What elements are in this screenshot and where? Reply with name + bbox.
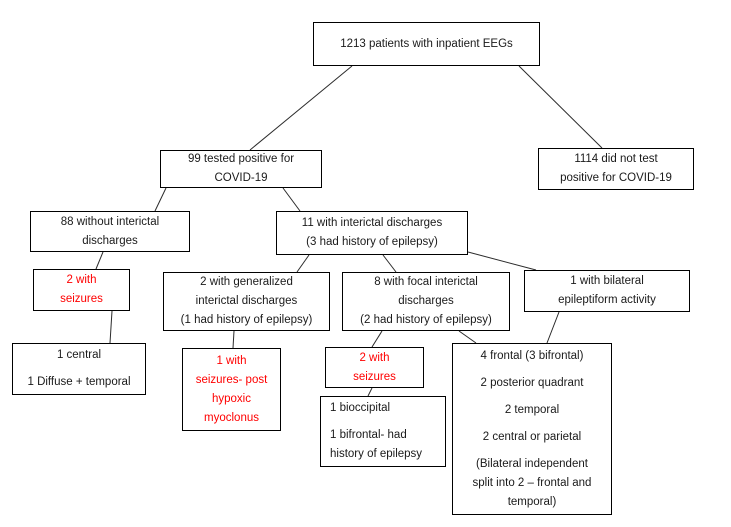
node-text-line: 2 central or parietal	[482, 430, 582, 443]
node-text-line: (2 had history of epilepsy)	[360, 314, 492, 326]
connector-no_interictal-to-seizures_2_left	[95, 251, 104, 270]
connector-interictal-to-generalized	[296, 254, 310, 273]
node-text-line: 1 bifrontal- had	[330, 429, 407, 441]
node-text-line: 2 posterior quadrant	[480, 376, 584, 389]
node-text-line: 1 bioccipital	[330, 402, 391, 414]
node-text-line: 88 without interictal	[60, 215, 160, 228]
node-text-line: hypoxic	[212, 392, 251, 405]
node-text-line: 1 central	[56, 349, 102, 361]
node-focal-discharge-locations: 4 frontal (3 bifrontal) 2 posterior quadr…	[452, 343, 612, 515]
connector-covid_positive-to-no_interictal	[154, 187, 167, 212]
node-text-line: epileptiform activity	[558, 294, 656, 306]
connector-covid_positive-to-interictal	[282, 187, 301, 212]
connector-focal-to-seizures_2_mid	[371, 330, 383, 348]
connector-bilateral-to-frontal_locations	[546, 311, 560, 344]
node-text-line: positive for COVID-19	[560, 172, 672, 184]
node-text-line: 1 with	[216, 354, 247, 367]
node-text-line: 8 with focal interictal	[374, 276, 478, 288]
node-text-line: seizures	[60, 293, 103, 305]
node-text-line: (3 had history of epilepsy)	[306, 236, 438, 248]
node-text-line: 1114 did not test	[574, 153, 658, 165]
connector-root-to-covid_negative	[518, 65, 603, 149]
node-text-line: 2 with	[359, 351, 390, 364]
node-generalized-interictal-discharges: 2 with generalized interictal discharges (…	[163, 272, 330, 331]
node-text-line: 2 with generalized	[200, 276, 293, 288]
node-central-diffuse-temporal: 1 central 1 Diffuse + temporal	[12, 343, 146, 395]
node-seizures-post-hypoxic-myoclonus: 1 with seizures- post hypoxic myoclonus	[182, 348, 281, 431]
node-text-line: seizures- post	[195, 373, 268, 386]
connector-generalized-to-myoclonus	[232, 330, 235, 349]
node-text-line: 99 tested positive for	[187, 153, 295, 165]
node-text-line: 2 temporal	[504, 403, 560, 416]
node-text-line: myoclonus	[204, 411, 259, 424]
node-text-line: 1 with bilateral	[570, 275, 644, 287]
node-bilateral-epileptiform-activity: 1 with bilateral epileptiform activity	[524, 270, 690, 312]
node-text-line: temporal)	[507, 495, 557, 508]
node-text-line: seizures	[353, 370, 396, 383]
connector-seizures_2_mid-to-bioccipital	[367, 387, 373, 397]
connector-focal-to-frontal_locations	[458, 330, 477, 344]
node-text-line: (Bilateral independent	[476, 457, 588, 470]
node-text-line: history of epilepsy	[330, 448, 423, 460]
connector-seizures_2_left-to-central_diffuse	[109, 310, 113, 344]
node-text-line: discharges	[82, 234, 138, 247]
node-text-line: split into 2 – frontal and	[472, 476, 592, 489]
node-text-line: discharges	[398, 295, 454, 307]
node-without-interictal-discharges: 88 without interictal discharges	[30, 211, 190, 252]
node-focal-interictal-discharges: 8 with focal interictal discharges (2 had …	[342, 272, 510, 331]
node-two-with-seizures: 2 with seizures	[33, 269, 130, 311]
node-text-line: 11 with interictal discharges	[301, 217, 443, 229]
node-text-line: (1 had history of epilepsy)	[180, 314, 313, 326]
connector-interictal-to-bilateral	[467, 251, 537, 271]
node-text-line: 2 with	[66, 274, 97, 286]
node-bioccipital-bifrontal: 1 bioccipital 1 bifrontal- had history of …	[320, 396, 446, 467]
node-total-inpatient-eegs: 1213 patients with inpatient EEGs	[313, 22, 540, 66]
node-two-with-seizures-focal: 2 with seizures	[325, 347, 424, 388]
node-covid-negative: 1114 did not test positive for COVID-19	[538, 148, 694, 190]
connector-interictal-to-focal	[382, 254, 397, 273]
node-text-line: 1213 patients with inpatient EEGs	[340, 37, 513, 50]
node-text-line: interictal discharges	[195, 295, 298, 307]
node-with-interictal-discharges: 11 with interictal discharges (3 had hist…	[276, 211, 468, 255]
node-text-line: 1 Diffuse + temporal	[27, 376, 131, 388]
connector-root-to-covid_positive	[249, 65, 353, 151]
node-text-line: 4 frontal (3 bifrontal)	[480, 349, 584, 362]
node-text-line: COVID-19	[214, 172, 268, 184]
